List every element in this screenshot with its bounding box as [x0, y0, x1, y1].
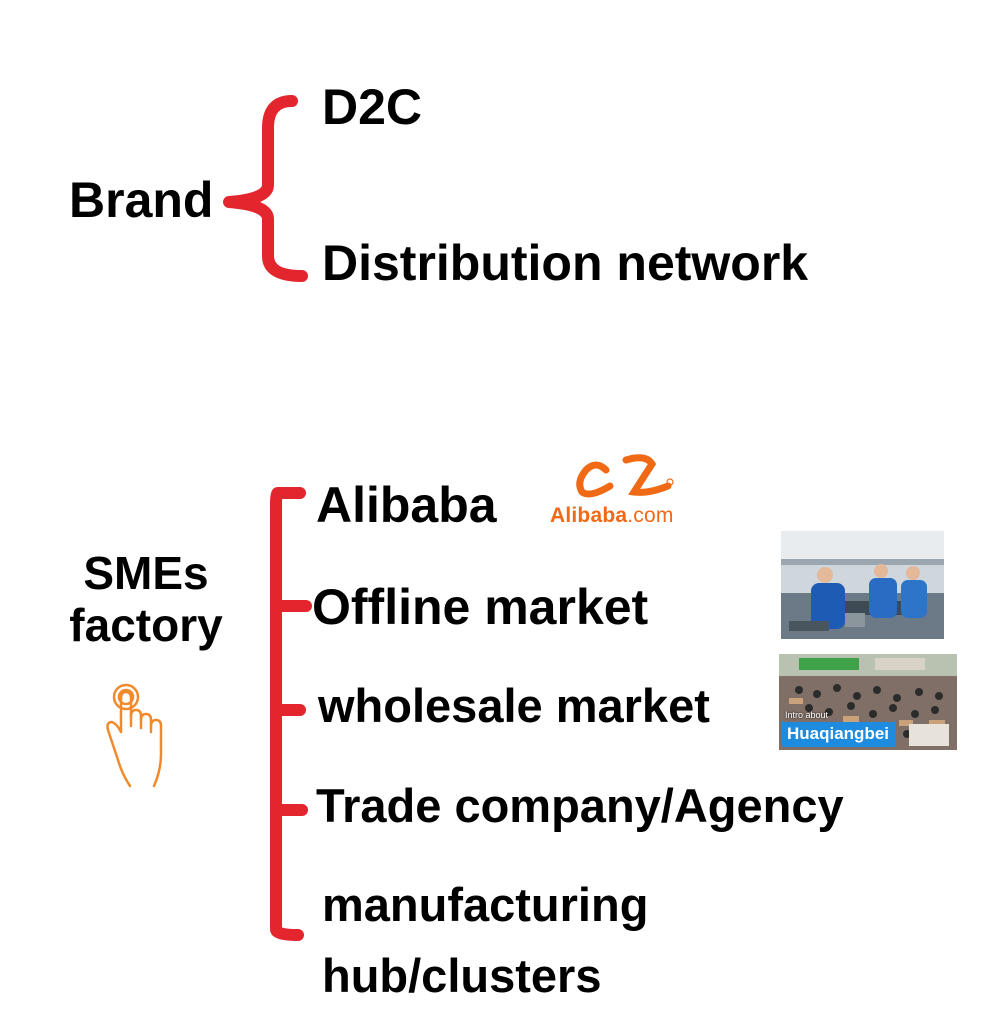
factory-photo-image: [781, 531, 944, 639]
smes-factory-label: SMEs factory: [69, 547, 223, 651]
trade-company-label: Trade company/Agency: [316, 779, 844, 832]
alibaba-logo: Alibaba.com: [548, 446, 712, 530]
market-photo-caption-small: Intro about: [785, 710, 829, 720]
factory-workers-photo: [781, 531, 944, 639]
huaqiangbei-market-photo: Intro about Huaqiangbei: [779, 654, 957, 750]
alibaba-logo-suffix: .com: [627, 504, 674, 527]
brand-brace: [223, 95, 308, 282]
wholesale-market-label: wholesale market: [318, 679, 710, 732]
alibaba-logo-word: Alibaba: [550, 504, 628, 527]
offline-market-label: Offline market: [312, 579, 649, 635]
d2c-label: D2C: [322, 79, 423, 135]
brand-label: Brand: [69, 172, 214, 228]
alibaba-label: Alibaba: [316, 477, 497, 533]
tap-hand-icon: [106, 683, 163, 788]
alibaba-logo-mark-icon: [576, 454, 674, 498]
market-photo-caption-tag: Huaqiangbei: [782, 722, 896, 747]
manufacturing-hub-label: manufacturing hub/clusters: [322, 878, 649, 1002]
alibaba-logo-wordmark: Alibaba.com: [550, 504, 674, 528]
distribution-network-label: Distribution network: [322, 235, 809, 291]
smes-brace: [270, 487, 306, 941]
